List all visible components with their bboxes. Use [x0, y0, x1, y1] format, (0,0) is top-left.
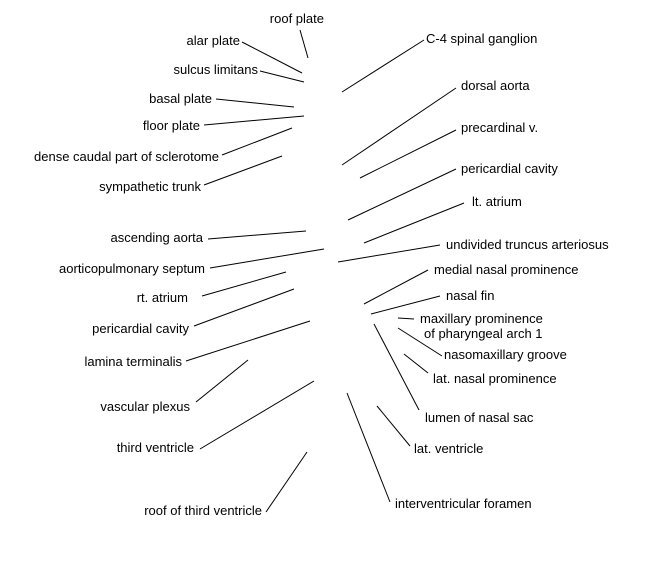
leader-third-ventricle [199, 380, 315, 450]
label-medial-nasal-prominence: medial nasal prominence [434, 262, 579, 277]
label-interventricular-foramen: interventricular foramen [395, 496, 532, 511]
leader-c4-spinal-ganglion [341, 39, 425, 93]
leader-roof-plate [299, 29, 309, 59]
leader-lat-nasal-prominence [403, 353, 429, 374]
label-third-ventricle: third ventricle [116, 440, 194, 455]
leader-basal-plate [215, 98, 295, 108]
leader-lamina-terminalis [185, 320, 311, 362]
label-undivided-truncus: undivided truncus arteriosus [446, 237, 609, 252]
label-dense-caudal-sclerotome: dense caudal part of sclerotome [34, 149, 219, 164]
label-floor-plate: floor plate [142, 118, 200, 133]
label-nasal-fin: nasal fin [446, 288, 495, 303]
label-sympathetic-trunk: sympathetic trunk [99, 179, 201, 194]
label-roof-third-ventricle: roof of third ventricle [144, 503, 262, 518]
label-roof-plate: roof plate [269, 11, 324, 26]
label-lumen-nasal-sac: lumen of nasal sac [425, 410, 534, 425]
label-pericardial-cavity-left: pericardial cavity [92, 321, 189, 336]
leader-precardinal-v [359, 129, 457, 179]
label-basal-plate: basal plate [149, 91, 212, 106]
leader-maxillary-prominence [397, 317, 415, 320]
label-lat-ventricle: lat. ventricle [414, 441, 484, 456]
leader-vascular-plexus [195, 359, 249, 403]
label-maxillary-prominence-line2: of pharyngeal arch 1 [424, 326, 543, 341]
leader-nasal-fin [370, 295, 441, 315]
label-rt-atrium: rt. atrium [136, 290, 188, 305]
label-sulcus-limitans: sulcus limitans [173, 62, 258, 77]
leader-pericardial-cavity-left [193, 288, 295, 327]
leader-rt-atrium [201, 271, 287, 297]
leader-aorticopulmonary-septum [209, 248, 325, 269]
label-dorsal-aorta: dorsal aorta [461, 78, 530, 93]
label-pericardial-cavity-right: pericardial cavity [461, 161, 558, 176]
leader-lt-atrium [363, 202, 465, 244]
leader-interventricular-foramen [346, 392, 391, 503]
label-lamina-terminalis: lamina terminalis [84, 354, 182, 369]
leader-sulcus-limitans [259, 70, 305, 83]
leader-roof-third-ventricle [265, 451, 308, 513]
label-c4-spinal-ganglion: C-4 spinal ganglion [426, 31, 538, 46]
leader-pericardial-cavity-right [347, 168, 457, 221]
leader-lat-ventricle [376, 405, 411, 447]
leader-alar-plate [241, 41, 303, 74]
leader-floor-plate [203, 115, 305, 126]
label-aorticopulmonary-septum: aorticopulmonary septum [59, 261, 205, 276]
label-lat-nasal-prominence: lat. nasal prominence [433, 371, 557, 386]
label-ascending-aorta: ascending aorta [110, 230, 203, 245]
leader-sympathetic-trunk [203, 155, 283, 186]
label-lt-atrium: lt. atrium [472, 194, 522, 209]
leader-dense-caudal-sclerotome [221, 127, 293, 156]
label-precardinal-v: precardinal v. [461, 120, 539, 135]
label-alar-plate: alar plate [186, 33, 240, 48]
label-vascular-plexus: vascular plexus [100, 399, 190, 414]
label-nasomaxillary-groove: nasomaxillary groove [444, 347, 567, 362]
leader-nasomaxillary-groove [397, 327, 443, 357]
label-maxillary-prominence-line1: maxillary prominence [420, 311, 543, 326]
leader-undivided-truncus [337, 244, 441, 263]
leader-lumen-nasal-sac [373, 323, 420, 411]
leader-ascending-aorta [207, 230, 307, 240]
leader-dorsal-aorta [341, 87, 457, 166]
leader-medial-nasal-prominence [363, 269, 429, 305]
